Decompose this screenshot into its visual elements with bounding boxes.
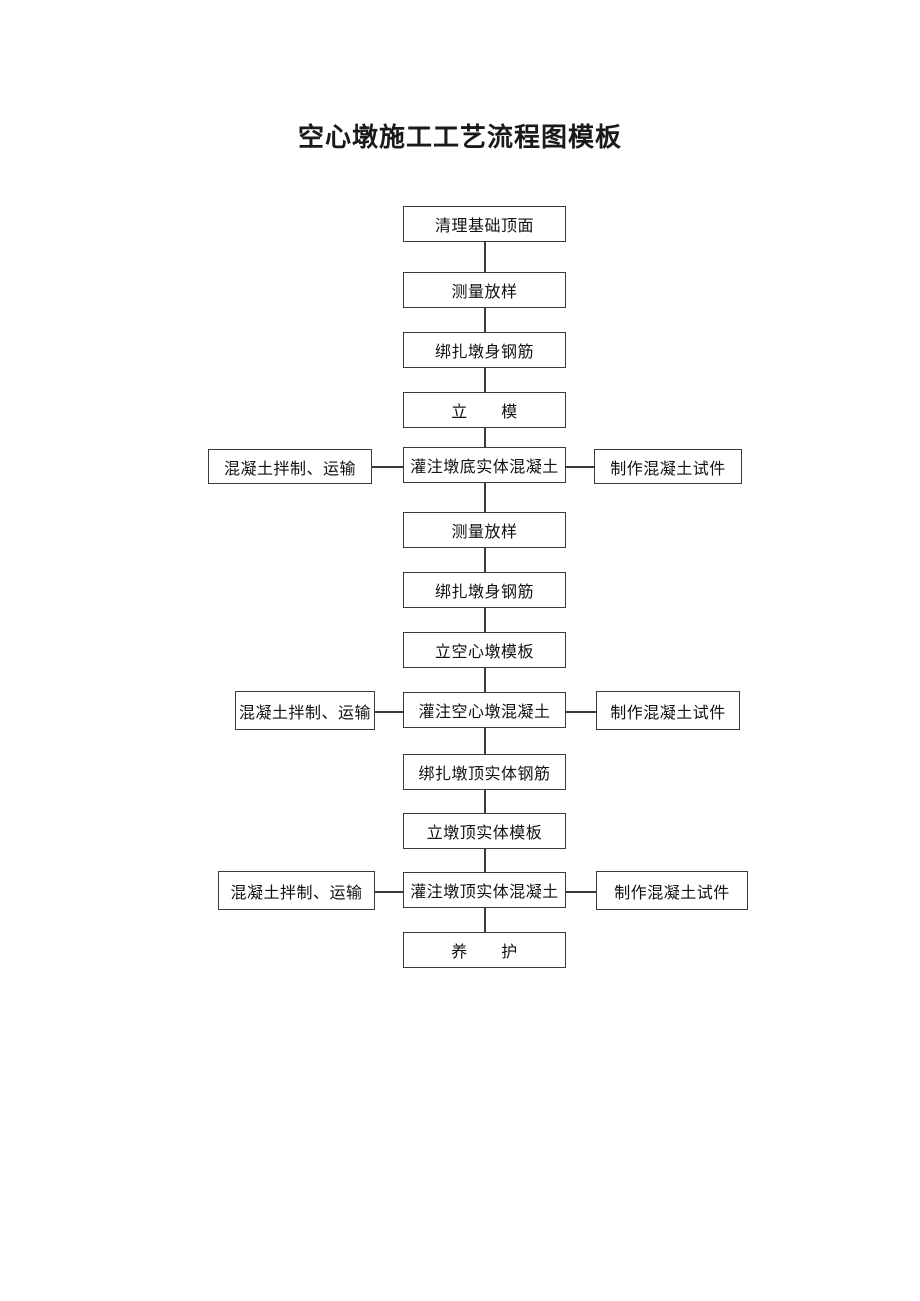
flow-node-label: 制作混凝土试件 [610,702,726,722]
flow-node-label: 测量放样 [451,282,518,301]
connector-v-3-4 [484,367,486,393]
connector-v-12-13 [484,907,486,933]
flow-node-label: 绑扎墩顶实体钢筋 [418,764,551,783]
flow-node-label: 灌注墩顶实体混凝土 [410,882,559,901]
flow-node-step-9[interactable]: 灌注空心墩混凝土 [403,692,566,728]
flow-node-label: 灌注空心墩混凝土 [418,702,551,721]
flow-node-label: 清理基础顶面 [434,216,534,235]
connector-v-11-12 [484,849,486,873]
connector-v-10-11 [484,789,486,813]
connector-v-8-9 [484,667,486,693]
flow-node-label: 立空心墩模板 [434,642,534,661]
connector-h-row1-right [565,466,595,468]
flow-node-step-8[interactable]: 立空心墩模板 [403,632,566,668]
page-title: 空心墩施工工艺流程图模板 [297,123,622,153]
flow-node-label: 混凝土拌制、运输 [223,458,356,478]
flow-node-row-1-right[interactable]: 制作混凝土试件 [594,449,742,484]
connector-v-9-10 [484,727,486,755]
flow-node-step-3[interactable]: 绑扎墩身钢筋 [403,332,566,368]
flow-node-label: 立墩顶实体模板 [426,823,543,842]
connector-h-row2-right [565,711,596,713]
flow-node-row-3-left[interactable]: 混凝土拌制、运输 [218,871,375,910]
flow-node-row-2-right[interactable]: 制作混凝土试件 [596,691,740,730]
connector-h-row1-left [371,466,404,468]
connector-v-6-7 [484,547,486,573]
connector-h-row2-left [374,711,404,713]
connector-h-row3-right [565,891,596,893]
flow-node-step-12[interactable]: 灌注墩顶实体混凝土 [403,872,566,908]
flow-node-label: 测量放样 [451,522,518,541]
flow-node-step-6[interactable]: 测量放样 [403,512,566,548]
connector-v-2-3 [484,307,486,333]
flow-node-label: 绑扎墩身钢筋 [434,582,534,601]
flow-node-step-11[interactable]: 立墩顶实体模板 [403,813,566,849]
flow-node-label: 制作混凝土试件 [614,882,730,902]
connector-v-4-5 [484,427,486,453]
flow-node-label: 绑扎墩身钢筋 [434,342,534,361]
flow-node-step-7[interactable]: 绑扎墩身钢筋 [403,572,566,608]
connector-v-1-2 [484,241,486,273]
flow-node-label: 立 模 [451,402,518,421]
flow-node-label: 混凝土拌制、运输 [238,702,371,722]
flow-node-row-3-right[interactable]: 制作混凝土试件 [596,871,748,910]
flow-node-step-1[interactable]: 清理基础顶面 [403,206,566,242]
connector-v-5-6 [484,481,486,513]
flow-node-label: 养 护 [451,942,518,961]
connector-h-row3-left [374,891,404,893]
flow-node-step-13[interactable]: 养 护 [403,932,566,968]
flow-node-label: 灌注墩底实体混凝土 [410,457,559,476]
flow-node-step-4[interactable]: 立 模 [403,392,566,428]
flow-node-row-2-left[interactable]: 混凝土拌制、运输 [235,691,375,730]
flow-node-label: 制作混凝土试件 [610,458,726,478]
flow-node-row-1-left[interactable]: 混凝土拌制、运输 [208,449,372,484]
flow-node-step-2[interactable]: 测量放样 [403,272,566,308]
flow-node-label: 混凝土拌制、运输 [230,882,363,902]
flow-node-step-5[interactable]: 灌注墩底实体混凝土 [403,447,566,483]
connector-v-7-8 [484,607,486,633]
flow-node-step-10[interactable]: 绑扎墩顶实体钢筋 [403,754,566,790]
